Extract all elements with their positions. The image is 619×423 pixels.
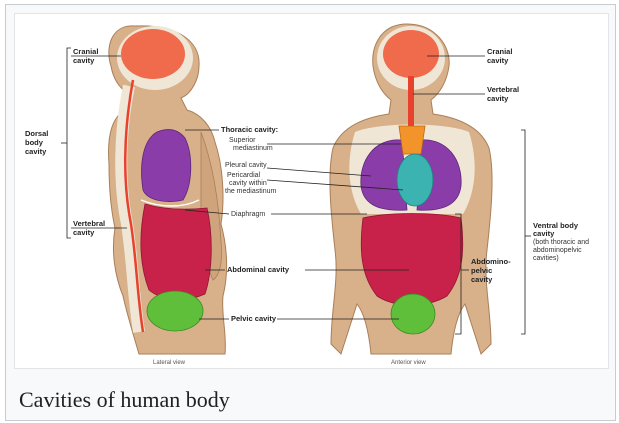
anterior-cranial-cavity xyxy=(383,30,439,78)
label-anterior-view: Anterior view xyxy=(391,360,426,366)
label-pleural: Pleural cavity xyxy=(225,162,267,169)
lateral-thoracic-cavity xyxy=(142,130,191,202)
label-abdominal: Abdominal cavity xyxy=(227,265,290,274)
body-cavities-diagram: Cranial cavity Dorsal body cavity Verteb… xyxy=(15,14,608,368)
anterior-pelvic-cavity xyxy=(391,294,435,334)
anterior-vertebral-cavity xyxy=(408,76,414,132)
lateral-abdominal-cavity xyxy=(141,204,211,300)
figure-caption: Cavities of human body xyxy=(19,387,230,413)
anterior-abdominal-cavity xyxy=(361,214,463,306)
anterior-figure xyxy=(330,24,492,354)
label-superior-mediastinum: Superior mediastinum xyxy=(229,137,273,152)
label-diaphragm: Diaphragm xyxy=(231,211,265,218)
label-cranial-right: Cranial cavity xyxy=(487,47,515,65)
label-ventral: Ventral body cavity (both thoracic and a… xyxy=(533,215,594,262)
label-lateral-view: Lateral view xyxy=(153,360,186,366)
lateral-pelvic-cavity xyxy=(147,291,203,331)
lateral-cranial-cavity xyxy=(121,29,185,79)
lateral-figure xyxy=(109,26,227,354)
anterior-pericardial-cavity xyxy=(397,154,433,206)
label-pelvic: Pelvic cavity xyxy=(231,314,277,323)
label-pericardial: Pericardial cavity within the mediastinu… xyxy=(225,172,277,195)
anterior-superior-mediastinum xyxy=(399,126,425,154)
thumbnail-frame: Cranial cavity Dorsal body cavity Verteb… xyxy=(5,4,616,421)
label-abdominopelvic: Abdomino- pelvic cavity xyxy=(471,257,513,284)
label-vertebral-right: Vertebral cavity xyxy=(487,85,521,103)
body-cavities-figure[interactable]: Cranial cavity Dorsal body cavity Verteb… xyxy=(14,13,609,369)
label-dorsal: Dorsal body cavity xyxy=(25,129,50,156)
label-thoracic: Thoracic cavity: xyxy=(221,125,278,134)
